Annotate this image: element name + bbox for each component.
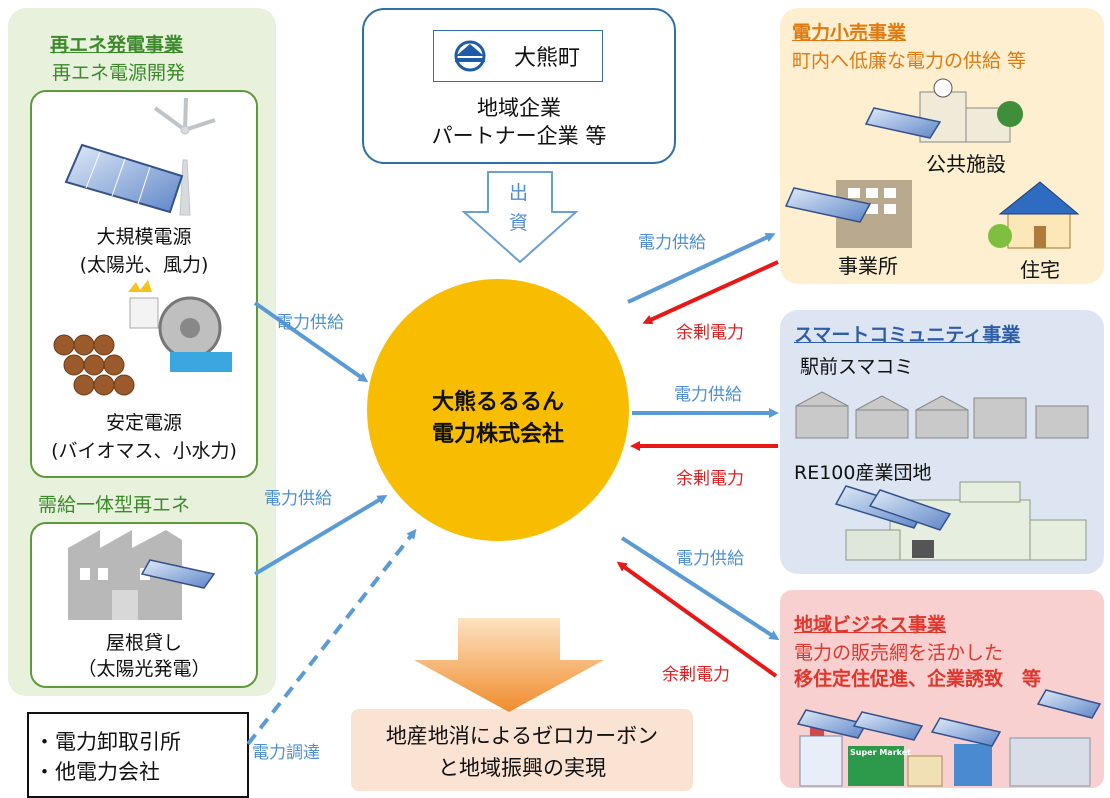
surplus-arrow-business bbox=[616, 561, 778, 678]
supply-arrow-left-bottom bbox=[253, 494, 388, 576]
retail-subtitle: 町内へ低廉な電力の供給 等 bbox=[792, 50, 1027, 72]
flow-label-supply-retail: 電力供給 bbox=[638, 233, 706, 253]
flow-label-supply-business: 電力供給 bbox=[676, 549, 744, 569]
supermarket-sign: Super Market bbox=[850, 748, 911, 757]
wind-turbine-icon bbox=[153, 97, 216, 216]
company-name-line1: 大熊るるるん bbox=[431, 390, 564, 415]
center-company-circle bbox=[367, 279, 629, 541]
flow-label-procure: 電力調達 bbox=[252, 743, 320, 763]
investment-char-1: 出 bbox=[509, 182, 529, 204]
renewable-generation-title: 再エネ発電事業 bbox=[50, 34, 184, 56]
retail-title: 電力小売事業 bbox=[792, 22, 907, 44]
surplus-arrow-retail bbox=[642, 260, 779, 325]
renewable-source-development: 再エネ電源開発 bbox=[52, 62, 186, 84]
company-name-line2: 電力株式会社 bbox=[431, 422, 564, 447]
investment-char-2: 資 bbox=[509, 212, 529, 234]
outcome-box bbox=[351, 709, 693, 791]
re100-industrial-park-label: RE100産業団地 bbox=[794, 462, 932, 484]
flow-label-supply-left-top: 電力供給 bbox=[276, 313, 344, 333]
biomass-hydro-icon bbox=[53, 280, 232, 396]
flow-label-supply-smart: 電力供給 bbox=[674, 385, 742, 405]
flow-label-surplus-business: 余剰電力 bbox=[662, 665, 730, 685]
factory-roof-solar-icon bbox=[68, 530, 216, 620]
okuma-town-logo-text: 大熊町 bbox=[514, 46, 581, 71]
self-consumption-title: 需給一体型再エネ bbox=[38, 494, 191, 516]
public-facility-icon bbox=[864, 78, 1023, 143]
business-town-icon bbox=[796, 689, 1102, 787]
outcome-line2: と地域振興の実現 bbox=[438, 756, 606, 780]
local-business-title: 地域ビジネス事業 bbox=[794, 614, 947, 636]
flow-label-supply-left-bottom: 電力供給 bbox=[264, 489, 332, 509]
station-community-icon bbox=[795, 391, 1089, 439]
investment-arrow bbox=[461, 171, 579, 264]
other-utilities-label: ・他電力会社 bbox=[34, 760, 160, 784]
house-label: 住宅 bbox=[1020, 258, 1060, 282]
roof-lease-detail: （太陽光発電） bbox=[77, 658, 211, 680]
supply-arrow-retail bbox=[627, 232, 776, 304]
house-icon bbox=[988, 181, 1080, 249]
flow-label-surplus-retail: 余剰電力 bbox=[676, 323, 744, 343]
wholesale-exchange-label: ・電力卸取引所 bbox=[34, 730, 181, 754]
local-companies-label: 地域企業 bbox=[477, 96, 561, 120]
local-business-line2: 移住定住促進、企業誘致 等 bbox=[794, 668, 1042, 690]
supply-arrow-business bbox=[620, 536, 780, 641]
local-business-line1: 電力の販売網を活かした bbox=[794, 642, 1004, 664]
office-building-icon bbox=[784, 180, 912, 248]
partner-companies-label: パートナー企業 等 bbox=[431, 124, 607, 148]
outcome-arrow bbox=[414, 618, 604, 712]
public-facility-label: 公共施設 bbox=[926, 152, 1006, 176]
flow-label-surplus-smart: 余剰電力 bbox=[676, 469, 744, 489]
market-box bbox=[27, 712, 249, 798]
industrial-park-icon bbox=[834, 481, 1087, 561]
procure-arrow bbox=[246, 528, 417, 746]
supply-arrow-left-top bbox=[253, 301, 369, 383]
large-stable-source-box bbox=[30, 90, 258, 478]
okuma-emblem-icon bbox=[454, 40, 486, 72]
stable-source-detail: (バイオマス、小水力) bbox=[51, 440, 237, 462]
large-solar-panel-icon bbox=[64, 143, 184, 214]
smart-community-title: スマートコミュニティ事業 bbox=[794, 324, 1021, 346]
large-source-label: 大規模電源 bbox=[96, 226, 192, 248]
outcome-line1: 地産地消によるゼロカーボン bbox=[385, 724, 659, 748]
office-label: 事業所 bbox=[838, 254, 898, 278]
station-smart-community-label: 駅前スマコミ bbox=[800, 356, 914, 378]
roof-lease-label: 屋根貸し bbox=[105, 632, 182, 654]
large-source-detail: (太陽光、風力) bbox=[79, 254, 209, 276]
stable-source-label: 安定電源 bbox=[105, 412, 182, 434]
